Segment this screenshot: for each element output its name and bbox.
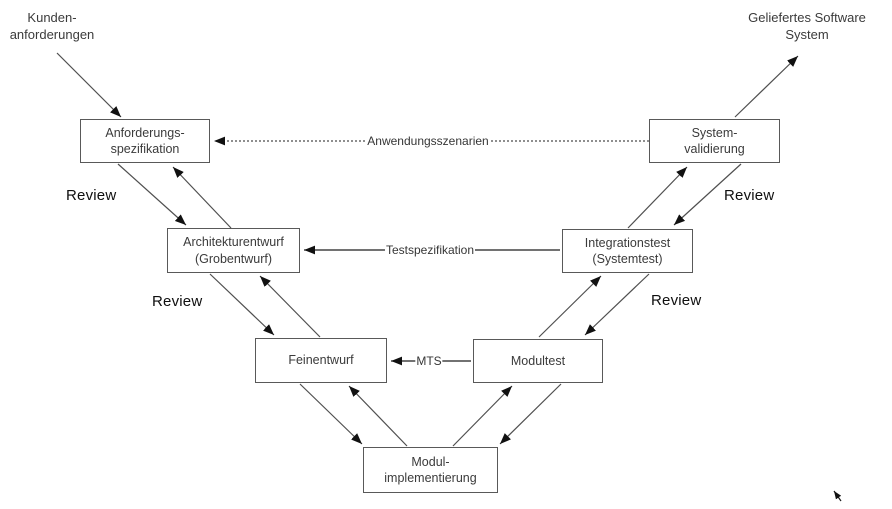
label-review-left-upper: Review bbox=[66, 187, 117, 204]
node-architekturentwurf: Architekturentwurf (Grobentwurf) bbox=[167, 228, 300, 273]
node-systemvalidierung: System- validierung bbox=[649, 119, 780, 163]
arrow-modultest-to-integrationstest bbox=[538, 275, 602, 338]
node-modulimplementierung: Modul- implementierung bbox=[363, 447, 498, 493]
arrow-feinentwurf-to-implementierung bbox=[299, 383, 363, 445]
arrow-modultest-to-implementierung bbox=[499, 383, 562, 445]
arrow-integrationstest-to-modultest bbox=[584, 273, 650, 336]
node-modultest: Modultest bbox=[473, 339, 603, 383]
node-feinentwurf: Feinentwurf bbox=[255, 338, 387, 383]
label-review-right-lower: Review bbox=[651, 292, 702, 309]
label-geliefertes-software-system: Geliefertes Software System bbox=[748, 10, 866, 42]
arrow-delivered-system-out bbox=[734, 55, 799, 118]
arrow-architecture-to-feinentwurf bbox=[209, 273, 275, 336]
label-review-right-upper: Review bbox=[724, 187, 775, 204]
arrow-spec-to-architecture bbox=[117, 163, 187, 226]
arrow-implementierung-to-modultest bbox=[452, 385, 513, 447]
label-review-left-lower: Review bbox=[152, 293, 203, 310]
arrow-validierung-to-integrationstest bbox=[673, 163, 742, 226]
mouse-cursor-icon bbox=[833, 490, 842, 502]
arrow-feinentwurf-to-architecture bbox=[259, 275, 321, 338]
node-anforderungsspezifikation: Anforderungs- spezifikation bbox=[80, 119, 210, 163]
label-testspezifikation: Testspezifikation bbox=[384, 243, 476, 257]
node-integrationstest: Integrationstest (Systemtest) bbox=[562, 229, 693, 273]
arrow-implementierung-to-feinentwurf bbox=[348, 385, 408, 447]
arrow-customer-requirements-in bbox=[56, 52, 122, 118]
label-mts: MTS bbox=[415, 354, 443, 368]
label-anwendungsszenarien: Anwendungsszenarien bbox=[366, 134, 490, 148]
arrow-integrationstest-to-validierung bbox=[627, 166, 688, 229]
arrow-architecture-to-spec bbox=[172, 166, 232, 229]
label-kundenanforderungen: Kunden- anforderungen bbox=[9, 10, 95, 42]
